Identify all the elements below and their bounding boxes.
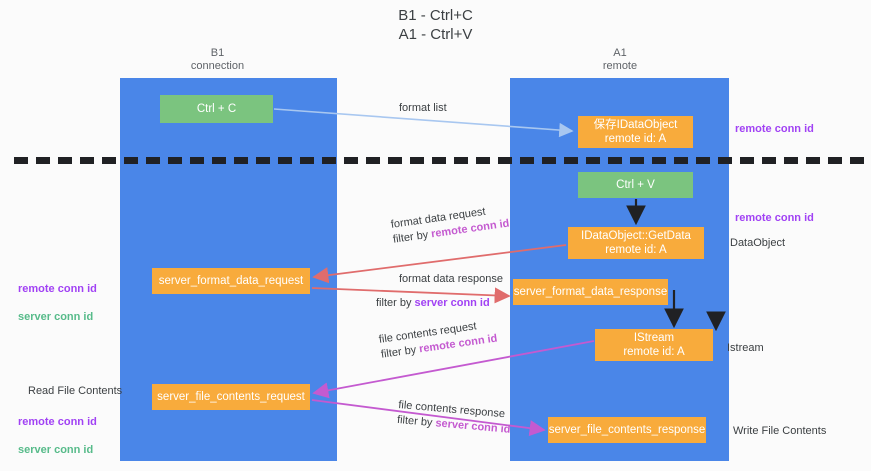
annotation-left-read-file-contents: Read File Contents bbox=[28, 385, 123, 397]
lane-header-a1: A1 remote bbox=[602, 47, 638, 72]
annotation-left-conn-ids: remote conn id server conn id bbox=[18, 268, 97, 338]
arrow-format-data-response bbox=[311, 287, 511, 304]
arrow-file-contents-response bbox=[311, 399, 546, 437]
annotation-right-remote-conn-id-top: remote conn id bbox=[735, 123, 814, 135]
node-server-format-data-request[interactable]: server_format_data_request bbox=[152, 268, 310, 294]
annotation-right-dataobject: DataObject bbox=[730, 237, 786, 249]
annotation-right-istream: Istream bbox=[727, 342, 764, 354]
node-ctrl-v[interactable]: Ctrl + V bbox=[578, 172, 693, 198]
node-server-file-contents-response[interactable]: server_file_contents_response bbox=[548, 417, 706, 443]
annotation-right-remote-conn-id-mid: remote conn id bbox=[735, 212, 814, 224]
lane-header-b1: B1 connection bbox=[190, 47, 245, 72]
arrow-format-data-request bbox=[312, 244, 567, 284]
edge-label-format-list: format list bbox=[399, 101, 447, 116]
annotation-right-write-file-contents: Write File Contents bbox=[733, 425, 827, 437]
annotation-left-remote-conn-id: remote conn id bbox=[18, 283, 97, 295]
diagram-title: B1 - Ctrl+C A1 - Ctrl+V bbox=[398, 7, 473, 43]
annotation-left-server-conn-id-2: server conn id bbox=[18, 444, 94, 456]
arrow-format-list bbox=[273, 108, 574, 138]
annotation-left-remote-conn-id-2: remote conn id bbox=[18, 416, 97, 428]
node-ctrl-c[interactable]: Ctrl + C bbox=[160, 95, 273, 123]
annotation-left-server-conn-id: server conn id bbox=[18, 311, 94, 323]
filter-by-text-4: filter by bbox=[396, 413, 436, 430]
node-server-file-contents-request[interactable]: server_file_contents_request bbox=[152, 384, 310, 410]
filter-by-text-2: filter by bbox=[376, 297, 415, 309]
format-data-response-text: format data response bbox=[399, 273, 503, 285]
filter-by-text-1: filter by bbox=[392, 228, 433, 246]
annotation-left-conn-ids-2: remote conn id server conn id bbox=[18, 401, 97, 471]
node-istream[interactable]: IStream remote id: A bbox=[595, 329, 713, 361]
filter-by-text-3: filter by bbox=[380, 343, 421, 361]
arrow-file-contents-request bbox=[312, 340, 595, 399]
edge-label-filter-by-server-conn-id-1: filter by server conn id bbox=[376, 296, 490, 311]
edge-label-format-list-text: format list bbox=[399, 102, 447, 114]
node-server-format-data-response[interactable]: server_format_data_response bbox=[513, 279, 668, 305]
node-idataobject-getdata[interactable]: IDataObject::GetData remote id: A bbox=[568, 227, 704, 259]
server-conn-id-text-1: server conn id bbox=[414, 297, 490, 309]
node-store-idataobject[interactable]: 保存IDataObject remote id: A bbox=[578, 116, 693, 148]
phase-divider bbox=[14, 157, 865, 164]
edge-label-format-data-response: format data response bbox=[399, 272, 503, 287]
